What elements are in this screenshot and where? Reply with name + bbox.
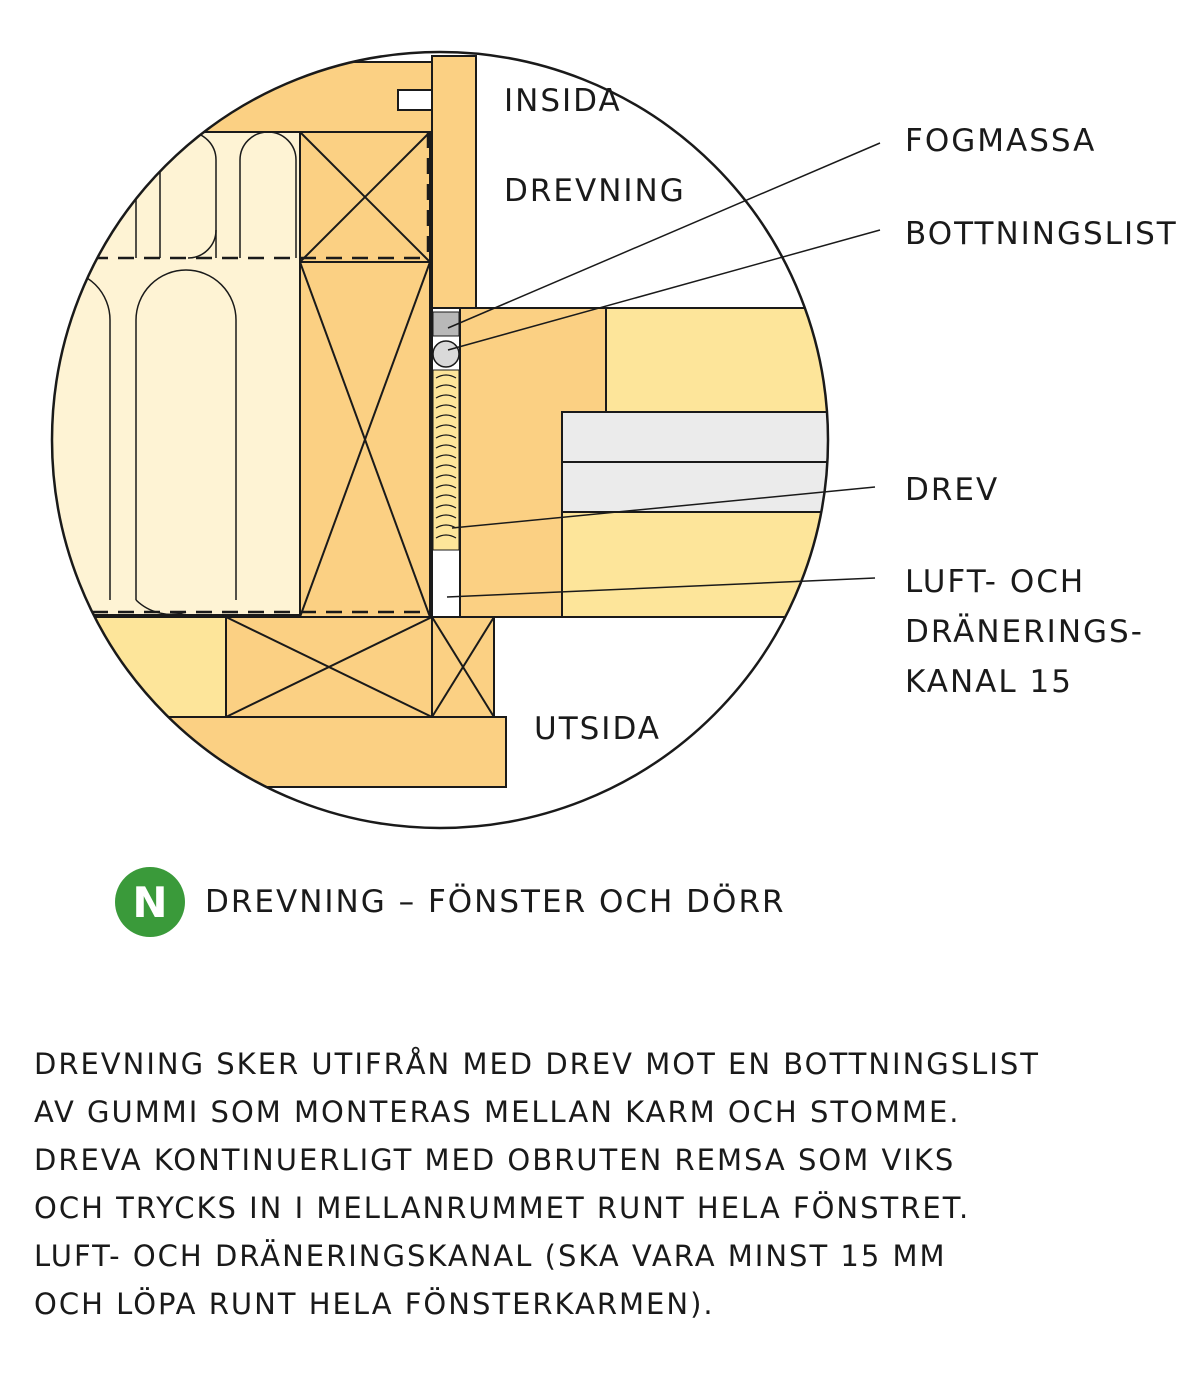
oakum-drev (432, 369, 460, 551)
top-wood-layer (52, 61, 433, 133)
label-drevning: DREVNING (504, 173, 686, 209)
leader-drev (451, 486, 876, 529)
sill-light (52, 616, 231, 718)
label-drev: DREV (905, 472, 1000, 508)
leader-lines (446, 142, 881, 598)
label-insida: INSIDA (504, 83, 622, 119)
description-line: DREVNING SKER UTIFRÅN MED DREV MOT EN BO… (34, 1047, 1041, 1081)
label-utsida: UTSIDA (534, 711, 661, 747)
detail-circle-outline (50, 50, 830, 830)
label-fogmassa: FOGMASSA (905, 123, 1097, 159)
description-line: DREVA KONTINUERLIGT MED OBRUTEN REMSA SO… (34, 1143, 956, 1177)
glass-pane-upper (561, 411, 828, 463)
label-luft-line2: DRÄNERINGS- (905, 614, 1144, 650)
sealant-fogmassa (432, 311, 460, 337)
dashed-boundaries (52, 132, 430, 614)
leader-fogmassa (447, 142, 881, 329)
figure-badge: N (115, 867, 185, 937)
insulation-area (52, 129, 303, 616)
label-luft-line3: KANAL 15 (905, 664, 1073, 700)
description-line: OCH LÖPA RUNT HELA FÖNSTERKARMEN). (34, 1287, 715, 1321)
casing-board (431, 55, 477, 309)
window-sash-upper (605, 307, 828, 413)
figure-caption: N DREVNING – FÖNSTER OCH DÖRR (115, 866, 786, 938)
leader-bottningslist (447, 229, 881, 351)
leader-luft (446, 577, 876, 598)
description-line: AV GUMMI SOM MONTERAS MELLAN KARM OCH ST… (34, 1095, 961, 1129)
window-caulking-detail-diagram (50, 50, 881, 830)
label-luft-line1: LUFT- OCH (905, 564, 1086, 600)
label-bottningslist: BOTTNINGSLIST (905, 216, 1178, 252)
glass-pane-lower (561, 461, 828, 513)
oakum-pattern (435, 374, 457, 539)
figure-caption-title: DREVNING – FÖNSTER OCH DÖRR (205, 884, 786, 920)
description-line: LUFT- OCH DRÄNERINGSKANAL (SKA VARA MINS… (34, 1239, 947, 1273)
description-text: DREVNING SKER UTIFRÅN MED DREV MOT EN BO… (34, 1040, 1174, 1328)
window-sash-lower (561, 511, 828, 618)
top-wood-slot (397, 89, 433, 111)
description-line: OCH TRYCKS IN I MELLANRUMMET RUNT HELA F… (34, 1191, 971, 1225)
outer-cladding (52, 716, 507, 788)
backer-rod (432, 340, 460, 368)
